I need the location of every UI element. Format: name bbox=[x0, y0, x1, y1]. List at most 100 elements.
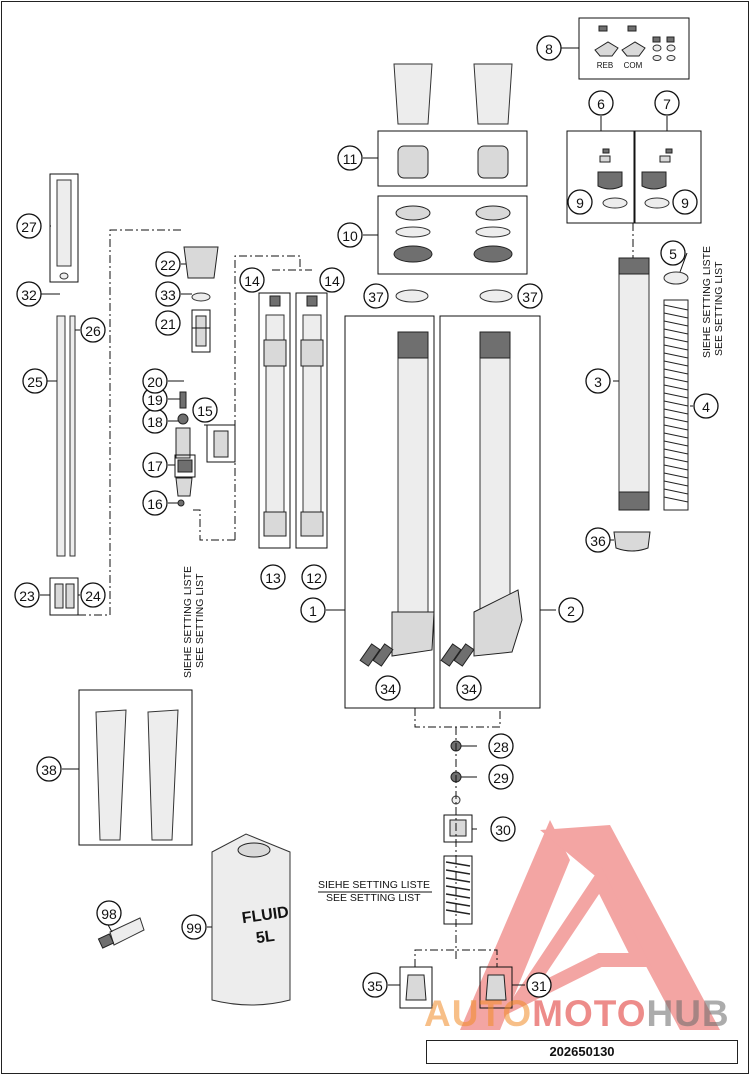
box-compression-cap bbox=[634, 130, 702, 224]
fluid-can-99 bbox=[211, 833, 291, 1006]
oil-seals bbox=[393, 205, 513, 263]
callout-label-22: 22 bbox=[160, 257, 176, 273]
watermark-text: AUTOMOTOHUB bbox=[424, 993, 730, 1035]
setting-note-en-left: SEE SETTING LIST bbox=[194, 573, 206, 668]
callout-label-9: 9 bbox=[681, 195, 689, 211]
watermark-moto: MOTO bbox=[532, 993, 647, 1034]
callout-label-14: 14 bbox=[244, 273, 260, 289]
setting-note-de-left: SIEHE SETTING LISTE bbox=[182, 566, 194, 678]
callout-circle-99 bbox=[181, 914, 207, 940]
callout-circle-30 bbox=[490, 816, 516, 842]
callout-label-21: 21 bbox=[160, 316, 176, 332]
callout-label-10: 10 bbox=[342, 228, 358, 244]
callout-circle-6 bbox=[588, 90, 614, 116]
box-fork-guards bbox=[78, 689, 193, 846]
callout-label-15: 15 bbox=[197, 403, 213, 419]
callout-circle-25 bbox=[22, 368, 48, 394]
callout-label-36: 36 bbox=[590, 533, 606, 549]
label-com: COM bbox=[624, 61, 643, 70]
callout-label-9: 9 bbox=[576, 195, 584, 211]
callout-circle-33 bbox=[155, 281, 181, 307]
callout-label-29: 29 bbox=[493, 770, 509, 786]
ring-37-left bbox=[395, 289, 429, 303]
fork-guards bbox=[95, 709, 179, 841]
outer-tube bbox=[618, 257, 650, 511]
top-caps bbox=[597, 148, 673, 209]
callout-circle-2 bbox=[558, 597, 584, 623]
rod-ends bbox=[54, 583, 75, 609]
callout-label-26: 26 bbox=[85, 323, 101, 339]
callout-circle-37 bbox=[517, 283, 543, 309]
callout-label-19: 19 bbox=[147, 392, 163, 408]
connection-lines bbox=[62, 223, 634, 967]
callout-circle-4 bbox=[693, 393, 719, 419]
callout-label-12: 12 bbox=[306, 570, 322, 586]
right-inner-tube bbox=[440, 331, 523, 667]
setting-note-de-bottom: SIEHE SETTING LISTE bbox=[318, 879, 430, 891]
cartridges bbox=[263, 295, 324, 537]
tool-27 bbox=[56, 179, 72, 280]
callout-circle-26 bbox=[80, 317, 106, 343]
callout-circle-22 bbox=[155, 251, 181, 277]
callout-label-99: 99 bbox=[186, 920, 202, 936]
document-number: 202650130 bbox=[426, 1040, 738, 1064]
callout-label-38: 38 bbox=[41, 762, 57, 778]
callout-label-24: 24 bbox=[85, 588, 101, 604]
callout-label-8: 8 bbox=[545, 41, 553, 57]
callout-label-7: 7 bbox=[663, 96, 671, 112]
callout-circle-15 bbox=[192, 397, 218, 423]
callout-circle-37 bbox=[363, 283, 389, 309]
callout-circle-27 bbox=[16, 213, 42, 239]
callout-circle-29 bbox=[488, 764, 514, 790]
grease-tube-98 bbox=[97, 917, 145, 949]
callout-label-27: 27 bbox=[21, 219, 37, 235]
callout-circle-10 bbox=[337, 222, 363, 248]
callout-label-98: 98 bbox=[101, 906, 117, 922]
fluid-volume: 5L bbox=[255, 928, 276, 947]
callout-circle-5 bbox=[660, 240, 686, 266]
callout-circle-34 bbox=[456, 675, 482, 701]
callout-circle-13 bbox=[260, 564, 286, 590]
callout-circle-14 bbox=[239, 267, 265, 293]
callout-label-11: 11 bbox=[343, 151, 358, 167]
callout-circle-32 bbox=[16, 281, 42, 307]
box-left-leg bbox=[344, 315, 435, 709]
watermark-auto: AUTO bbox=[424, 993, 533, 1034]
guide-36 bbox=[613, 531, 651, 552]
callout-label-13: 13 bbox=[265, 570, 281, 586]
callout-circle-9 bbox=[567, 189, 593, 215]
callout-label-4: 4 bbox=[702, 399, 710, 415]
box-cartridge-12 bbox=[295, 292, 328, 549]
callout-label-2: 2 bbox=[567, 603, 575, 619]
callout-circle-35 bbox=[362, 972, 388, 998]
callout-circle-36 bbox=[585, 527, 611, 553]
callout-circle-3 bbox=[585, 368, 611, 394]
adjuster-parts bbox=[594, 25, 676, 61]
leader-lines bbox=[40, 47, 693, 986]
setting-note-de-right: SIEHE SETTING LISTE bbox=[701, 246, 713, 358]
box-tool-27 bbox=[49, 173, 79, 283]
callout-circle-20 bbox=[142, 368, 168, 394]
callout-label-28: 28 bbox=[493, 739, 509, 755]
watermark-hub: HUB bbox=[646, 993, 730, 1034]
callout-circle-28 bbox=[488, 733, 514, 759]
callout-label-30: 30 bbox=[495, 822, 511, 838]
callout-label-1: 1 bbox=[309, 603, 317, 619]
callout-label-16: 16 bbox=[147, 496, 163, 512]
callout-label-20: 20 bbox=[147, 374, 163, 390]
callout-label-34: 34 bbox=[380, 681, 396, 697]
callout-circle-17 bbox=[142, 452, 168, 478]
callout-circle-23 bbox=[14, 582, 40, 608]
fork-spring bbox=[663, 299, 689, 511]
rods bbox=[56, 315, 76, 557]
label-reb: REB bbox=[597, 61, 613, 70]
callout-label-37: 37 bbox=[522, 289, 538, 305]
callout-label-6: 6 bbox=[597, 96, 605, 112]
callout-label-35: 35 bbox=[367, 978, 383, 994]
box-cartridge-13 bbox=[258, 292, 291, 549]
setting-note-en-bottom: SEE SETTING LIST bbox=[326, 892, 421, 904]
setting-note-en-right: SEE SETTING LIST bbox=[713, 261, 725, 356]
callout-label-3: 3 bbox=[594, 374, 602, 390]
callout-circle-21 bbox=[155, 310, 181, 336]
